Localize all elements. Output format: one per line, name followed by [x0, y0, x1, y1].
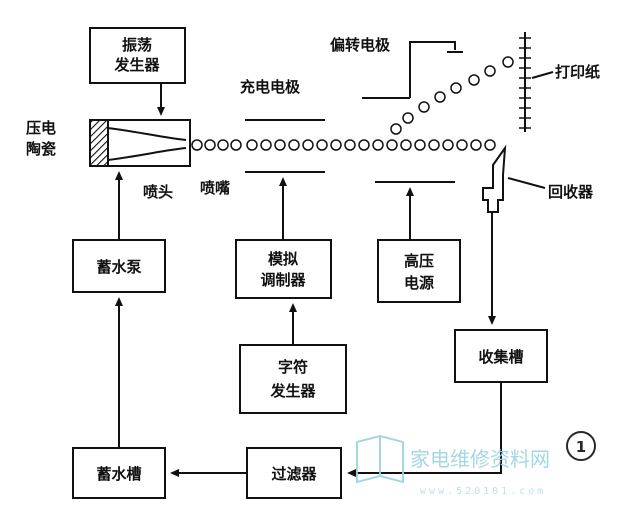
watermark-url: www.520101.com [420, 486, 546, 497]
deflected-droplets [390, 56, 514, 135]
recycler-label: 回收器 [548, 183, 594, 201]
deflect-electrode-label: 偏转电极 [330, 36, 391, 54]
svg-text:蓄水泵: 蓄水泵 [96, 258, 141, 276]
svg-text:发生器: 发生器 [269, 382, 316, 400]
arrow-tank-to-filter [347, 382, 502, 477]
piezo-label-1: 压电 [26, 119, 56, 137]
nozzle-head-label: 喷头 [143, 183, 173, 201]
svg-text:发生器: 发生器 [113, 56, 160, 74]
reservoir-box: 蓄水槽 [72, 447, 166, 499]
printing-paper [519, 32, 531, 132]
svg-text:字符: 字符 [278, 358, 308, 376]
svg-text:收集槽: 收集槽 [478, 348, 523, 366]
svg-text:振荡: 振荡 [122, 36, 152, 54]
recycler-leader [507, 177, 546, 189]
pump-box: 蓄水泵 [72, 239, 166, 293]
piezo-label-2: 陶瓷 [26, 140, 56, 158]
nozzle-tip-label: 喷嘴 [200, 179, 230, 197]
watermark: 家电维修资料网 www.520101.com 1 [356, 431, 596, 497]
svg-text:蓄水槽: 蓄水槽 [96, 465, 141, 483]
modulator-box: 模拟 调制器 [235, 239, 332, 299]
ground-lead [409, 41, 456, 98]
book-logo-icon [356, 434, 381, 484]
filter-box: 过滤器 [246, 447, 342, 499]
svg-text:调制器: 调制器 [260, 271, 306, 289]
droplet-stream [191, 139, 496, 151]
charge-electrode-label: 充电电极 [240, 78, 301, 96]
piezo-ceramic [89, 119, 109, 167]
paper-label: 打印纸 [555, 63, 600, 81]
svg-text:电源: 电源 [404, 274, 434, 292]
svg-text:1: 1 [576, 438, 586, 456]
watermark-text: 家电维修资料网 [410, 447, 550, 471]
svg-text:过滤器: 过滤器 [271, 465, 317, 483]
paper-leader [531, 71, 554, 79]
hv-source-box: 高压 电源 [377, 239, 461, 303]
collector-tank-box: 收集槽 [454, 329, 548, 383]
char-gen-box: 字符 发生器 [239, 344, 347, 414]
recycler [482, 144, 507, 213]
svg-text:模拟: 模拟 [268, 250, 298, 268]
circled-number-badge [566, 431, 596, 461]
oscillator-box: 振荡 发生器 [89, 27, 186, 84]
nozzle-head [89, 119, 191, 167]
svg-text:高压: 高压 [404, 252, 434, 270]
